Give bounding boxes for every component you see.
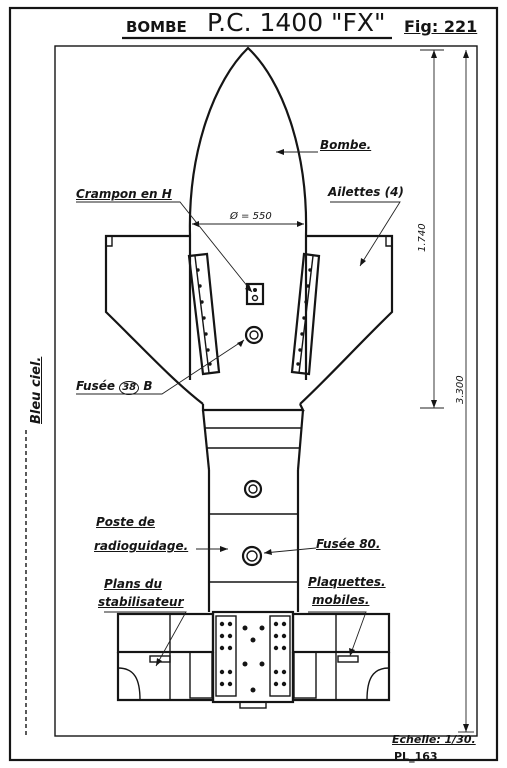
inner-frame	[54, 45, 478, 737]
label-crampon: Crampon en H	[76, 187, 172, 201]
label-ailettes: Ailettes (4)	[328, 185, 404, 199]
leader-fusee-38	[76, 339, 245, 395]
outer-frame	[8, 6, 499, 762]
tail-body-left	[201, 409, 211, 471]
figure-number: Fig: 221	[404, 17, 478, 36]
fuse-80	[241, 545, 263, 567]
diameter-arrow-left	[192, 221, 199, 227]
wing-right-tab	[385, 236, 393, 247]
label-diameter: Ø = 550	[230, 211, 272, 222]
leader-fusee-80	[263, 547, 317, 554]
plate-number: PL_163	[394, 750, 438, 763]
label-plaquettes-line2: mobiles.	[312, 593, 370, 607]
h-lug	[245, 282, 265, 306]
wing-right	[299, 234, 394, 405]
label-fusee-80: Fusée 80.	[316, 537, 381, 551]
leader-ailettes	[330, 201, 401, 267]
leader-plans	[104, 611, 187, 667]
tail-body-right	[296, 409, 305, 471]
wing-left	[104, 234, 204, 405]
diameter-arrow-right	[297, 221, 304, 227]
label-fusee-38: Fusée 38 B	[76, 380, 152, 395]
label-plans-line2: stabilisateur	[98, 595, 184, 609]
spoiler-left	[187, 252, 221, 376]
label-fusee-38-number: 38	[119, 381, 140, 395]
spoiler-right	[290, 252, 321, 376]
label-dim-1740: 1.740	[417, 223, 428, 252]
leader-crampon	[76, 201, 253, 293]
leader-plaquettes	[308, 611, 367, 657]
tail-marker	[243, 479, 263, 499]
bomb-nose	[188, 46, 308, 236]
tail-fin-left	[116, 612, 215, 702]
label-poste-line1: Poste de	[96, 515, 155, 529]
label-plans-line1: Plans du	[104, 577, 163, 591]
bomb-waist	[201, 403, 305, 412]
label-bleu-ciel: Bleu ciel.	[29, 356, 44, 424]
label-dim-3300: 3.300	[455, 375, 466, 404]
label-echelle: Echelle: 1/30.	[392, 733, 476, 746]
wing-left-tab	[105, 236, 113, 247]
label-plaquettes-line1: Plaquettes.	[308, 575, 386, 589]
title-model: P.C. 1400 "FX"	[207, 8, 386, 37]
label-bombe: Bombe.	[320, 138, 372, 152]
title-bombe: BOMBE	[126, 18, 187, 36]
tail-fin-right	[291, 612, 391, 702]
label-poste-line2: radioguidage.	[94, 539, 189, 553]
label-fusee-38-suffix: B	[143, 379, 153, 393]
label-fusee-38-word: Fusée	[76, 379, 116, 393]
fuse-38b	[244, 325, 264, 345]
